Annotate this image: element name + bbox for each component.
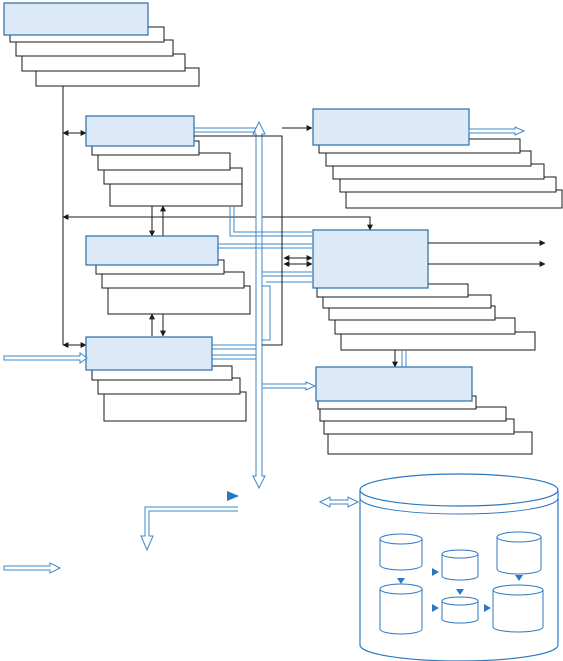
- top-right-stack: [312, 108, 563, 209]
- flow-triangle-right-2: [432, 604, 439, 612]
- db-cylinder-1: [379, 533, 423, 571]
- module-c-stack: [85, 336, 247, 422]
- external-input-arrow: [3, 352, 88, 364]
- module-a-layer-2: [97, 152, 231, 171]
- db-cylinder-6: [492, 584, 544, 633]
- cross-link-top: [62, 214, 373, 231]
- left-feed-lines: [62, 86, 373, 348]
- bottom-right-layer-4: [327, 431, 533, 455]
- flow-triangle-down-2: [397, 578, 405, 584]
- db-cylinder-5: [441, 596, 479, 624]
- module-c-layer-4: [103, 391, 247, 422]
- bottom-right-stack: [315, 366, 533, 455]
- top-right-box: [312, 108, 470, 146]
- module-b-stack: [85, 235, 251, 315]
- central-bus: [252, 120, 266, 490]
- bus-side-links: [194, 125, 313, 346]
- flow-triangle-down-3: [456, 589, 464, 595]
- center-right-box: [312, 229, 429, 289]
- double-arrow-legend: [318, 496, 360, 508]
- module-a-stack: [85, 115, 243, 207]
- a-right-to-c-line: [194, 135, 283, 346]
- center-right-stack: [312, 229, 536, 351]
- module-b-box: [85, 235, 219, 266]
- db-cylinder-3: [496, 531, 542, 575]
- center-right-layer-5: [340, 331, 536, 351]
- db-cylinder-2: [441, 549, 479, 581]
- module-b-layer-3: [107, 285, 251, 315]
- triangle-marker-legend: [227, 491, 239, 501]
- legend: [3, 491, 360, 574]
- wide-arrow-legend: [3, 562, 62, 574]
- top-left-box: [3, 2, 149, 36]
- bottom-right-box: [315, 366, 473, 402]
- database-inner-cylinders: [379, 531, 544, 635]
- bent-arrow-legend: [140, 506, 238, 552]
- bus-to-bottom-right-arrow: [261, 381, 317, 391]
- module-a-box: [85, 115, 195, 147]
- center-to-bottom-pipe: [401, 350, 407, 367]
- center-right-outputs: [392, 240, 546, 368]
- module-b-c-links: [149, 313, 166, 337]
- flow-triangle-right-3: [484, 604, 491, 612]
- database-flow-triangles: [397, 568, 523, 612]
- top-left-stack: [3, 2, 200, 87]
- flow-triangle-right-1: [432, 568, 439, 576]
- module-to-bus-connectors: [194, 127, 312, 360]
- module-c-box: [85, 336, 213, 371]
- top-right-layer-5: [345, 189, 563, 209]
- top-right-output-arrow: [468, 126, 526, 136]
- flow-triangle-down-1: [515, 575, 523, 581]
- module-a-b-links: [149, 205, 166, 237]
- db-cylinder-4: [379, 583, 423, 635]
- module-a-layer-4: [109, 181, 243, 207]
- top-left-layer-3: [21, 53, 186, 72]
